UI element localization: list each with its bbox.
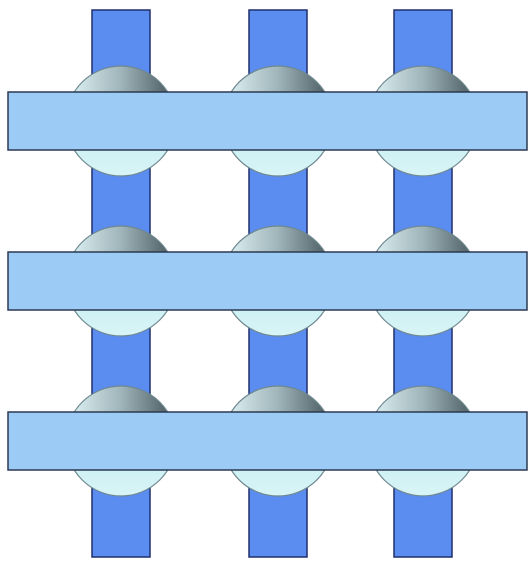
horizontal-bar-3 bbox=[8, 412, 527, 470]
horizontal-bars-layer bbox=[8, 92, 527, 470]
horizontal-bar-2 bbox=[8, 252, 527, 310]
horizontal-bar-1 bbox=[8, 92, 527, 150]
